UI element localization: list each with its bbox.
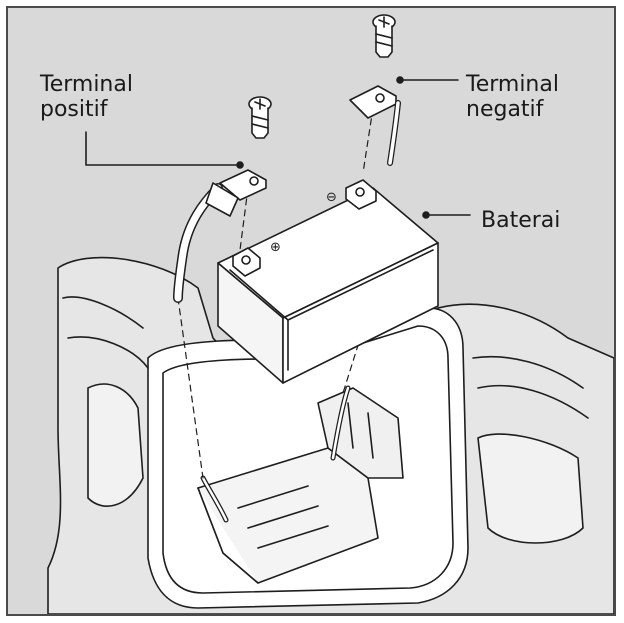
battery-removal-illustration: ⊕ ⊖: [47, 14, 614, 614]
label-negative-line-2: negatif: [466, 97, 544, 122]
negative-cable: [349, 85, 401, 166]
tray-cables: [200, 385, 351, 523]
label-negative-line-1: Terminal: [466, 72, 559, 97]
label-positive-line-1: Terminal: [40, 72, 133, 97]
svg-text:⊖: ⊖: [326, 190, 337, 205]
label-battery: Baterai: [481, 208, 561, 233]
diagram-frame: ⊕ ⊖: [6, 6, 616, 616]
leader-lines: [85, 76, 471, 219]
positive-leader: [85, 131, 239, 166]
battery-tray: [197, 387, 404, 584]
positive-cable: [173, 169, 267, 303]
negative-bolt: [372, 14, 396, 58]
positive-bolt: [248, 96, 272, 139]
svg-text:⊕: ⊕: [270, 240, 281, 255]
label-positive-line-2: positif: [40, 97, 108, 122]
label-negative-terminal: Terminal negatif: [466, 72, 559, 122]
label-positive-terminal: Terminal positif: [40, 72, 133, 122]
battery: ⊕ ⊖: [217, 179, 439, 384]
